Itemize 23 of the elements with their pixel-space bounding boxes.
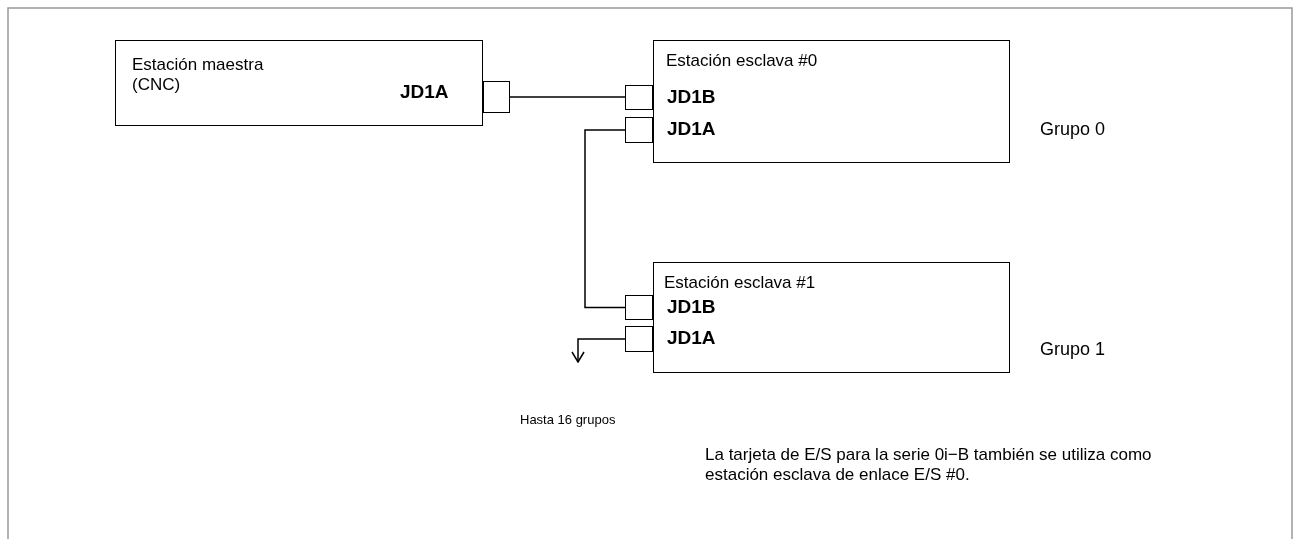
station-box — [653, 40, 1010, 163]
connector-line — [509, 96, 626, 98]
port-label: JD1A — [667, 118, 716, 140]
connector-port — [625, 85, 653, 110]
footnote: La tarjeta de E/S para la serie 0i−B también se utiliza como estación esclava de enlace E/S #0. — [705, 445, 1153, 485]
group-label: Grupo 0 — [1040, 118, 1106, 140]
port-label: JD1A — [667, 327, 716, 349]
station-title: Estación maestra (CNC) — [132, 55, 265, 95]
station-title: Estación esclava #0 — [666, 51, 819, 71]
connector-port — [483, 81, 510, 113]
port-label: JD1B — [667, 86, 716, 108]
arrow — [571, 338, 626, 363]
connector-port — [625, 326, 653, 352]
station-box — [653, 262, 1010, 373]
arrow-note: Hasta 16 grupos — [520, 412, 617, 428]
port-label: JD1A — [400, 81, 449, 103]
connector-port — [625, 295, 653, 320]
station-box — [115, 40, 483, 126]
port-label: JD1B — [667, 296, 716, 318]
station-title: Estación esclava #1 — [664, 273, 817, 293]
connector-line — [584, 129, 626, 309]
group-label: Grupo 1 — [1040, 338, 1106, 360]
connector-port — [625, 117, 653, 143]
